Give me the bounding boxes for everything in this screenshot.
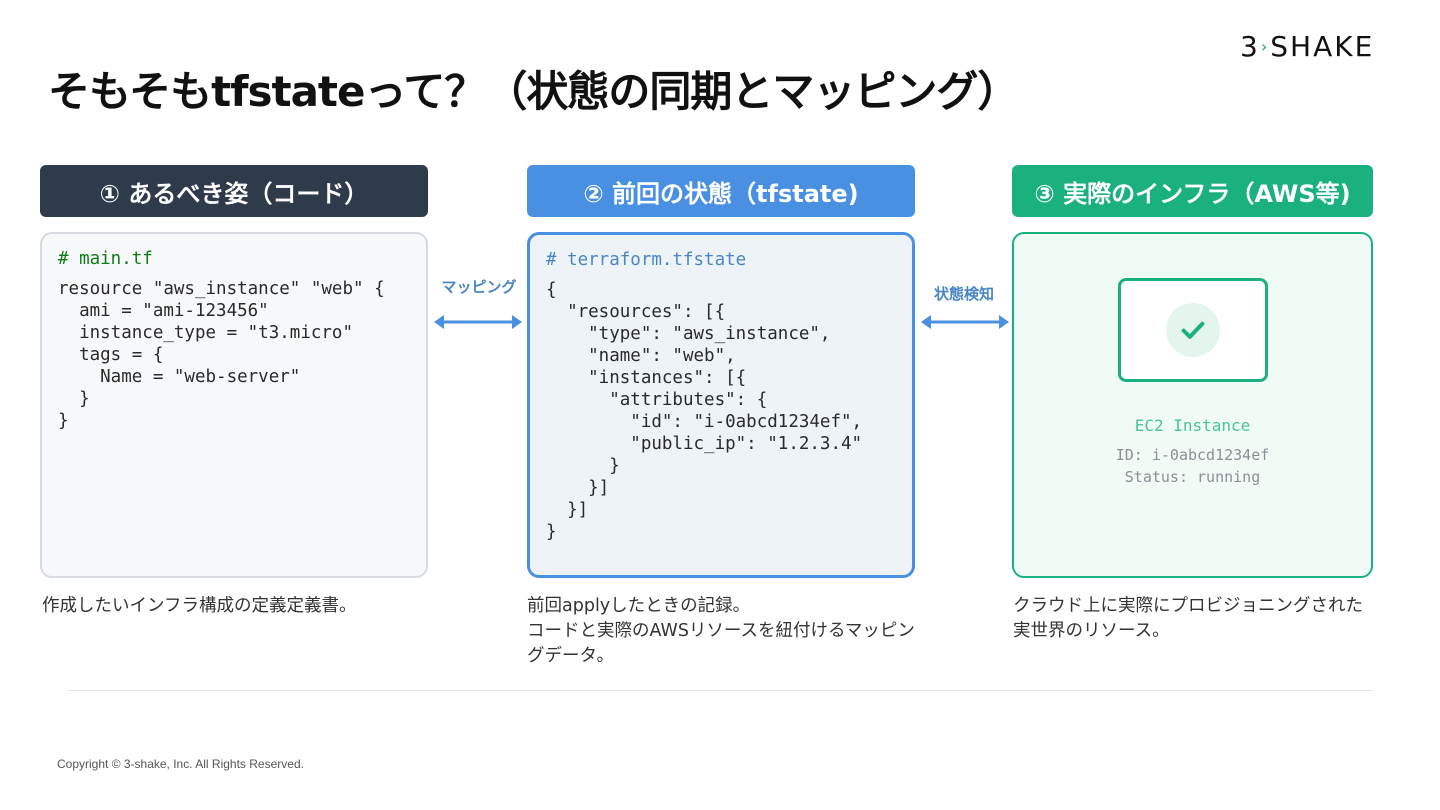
header-infra: ③ 実際のインフラ（AWS等): [1012, 165, 1373, 217]
header-tfstate: ② 前回の状態（tfstate): [527, 165, 915, 217]
header-code: ① あるべき姿（コード）: [40, 165, 428, 217]
description-tfstate: 前回applyしたときの記録。 コードと実際のAWSリソースを紐付けるマッピング…: [527, 596, 915, 666]
company-logo: 3 › SHAKE: [1240, 30, 1390, 63]
state-detection-label: 状態検知: [933, 285, 994, 303]
logo-chevron-icon: ›: [1260, 37, 1270, 56]
instance-meta: ID: i-0abcd1234ef Status: running: [1014, 444, 1371, 488]
double-arrow-icon: [434, 315, 522, 329]
code-comment: # main.tf: [58, 249, 153, 269]
check-icon: [1166, 303, 1220, 357]
instance-status: Status: running: [1124, 468, 1261, 486]
logo-text-post: SHAKE: [1270, 30, 1375, 63]
code-panel-tfstate: # terraform.tfstate { "resources": [{ "ty…: [527, 232, 915, 578]
footer-divider: [68, 690, 1373, 691]
code-block: # terraform.tfstate { "resources": [{ "ty…: [530, 235, 912, 557]
code-text: { "resources": [{ "type": "aws_instance"…: [546, 280, 863, 542]
mapping-label: マッピング: [441, 278, 517, 296]
instance-name: EC2 Instance: [1134, 416, 1251, 435]
slide-title: そもそもtfstateって？（状態の同期とマッピング）: [48, 67, 1019, 116]
logo-text-pre: 3: [1240, 30, 1260, 63]
copyright: Copyright © 3-shake, Inc. All Rights Res…: [57, 757, 304, 771]
code-panel-main-tf: # main.tf resource "aws_instance" "web" {…: [40, 232, 428, 578]
instance-card: [1118, 278, 1268, 382]
infra-panel: EC2 Instance ID: i-0abcd1234ef Status: r…: [1012, 232, 1373, 578]
double-arrow-icon: [921, 315, 1009, 329]
description-code: 作成したいインフラ構成の定義定義書。: [42, 596, 357, 616]
code-text: resource "aws_instance" "web" { ami = "a…: [58, 279, 385, 431]
instance-id: ID: i-0abcd1234ef: [1115, 446, 1270, 464]
code-comment: # terraform.tfstate: [546, 250, 747, 270]
code-block: # main.tf resource "aws_instance" "web" {…: [42, 234, 426, 446]
description-infra: クラウド上に実際にプロビジョニングされた実世界のリソース。: [1013, 596, 1363, 641]
